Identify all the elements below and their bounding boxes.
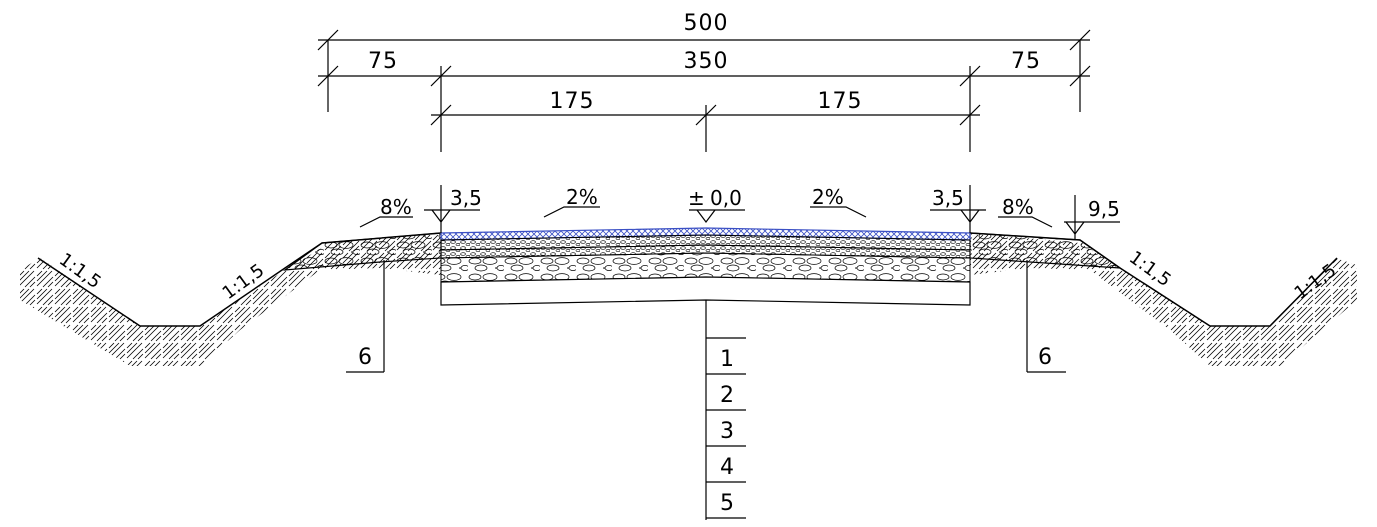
dim-total: 500 xyxy=(684,11,729,36)
shoulder-label-lines xyxy=(346,260,1066,373)
slope-right-lane: 2% xyxy=(812,185,844,209)
dim-half-left: 175 xyxy=(550,89,595,114)
slope-right-shoulder: 8% xyxy=(1002,195,1034,219)
slope-left-shoulder: 8% xyxy=(380,195,412,219)
shoulder-label-right: 6 xyxy=(1038,345,1053,370)
dim-left-shoulder: 75 xyxy=(368,49,398,74)
level-right-shoulder: 9,5 xyxy=(1088,197,1120,221)
dim-right-shoulder: 75 xyxy=(1011,49,1041,74)
level-right-edge: 3,5 xyxy=(932,186,964,210)
ground-right xyxy=(970,233,1357,366)
pavement xyxy=(440,227,971,306)
layer-label-3: 3 xyxy=(720,419,735,444)
shoulder-left xyxy=(282,232,442,271)
dimension-lines xyxy=(317,29,1091,152)
dim-half-right: 175 xyxy=(818,89,863,114)
level-marks xyxy=(424,185,1120,240)
layer-label-5: 5 xyxy=(720,491,735,516)
level-center-sign: ± xyxy=(688,186,705,210)
layer-label-1: 1 xyxy=(720,347,735,372)
layer-label-4: 4 xyxy=(720,455,735,480)
slope-left-lane: 2% xyxy=(566,185,598,209)
layer-label-2: 2 xyxy=(720,383,735,408)
dim-carriageway: 350 xyxy=(684,49,729,74)
level-left-edge: 3,5 xyxy=(450,186,482,210)
shoulder-label-left: 6 xyxy=(358,345,373,370)
slope-arrows xyxy=(359,206,1053,228)
layer-label-stack xyxy=(705,300,746,520)
layer-frost xyxy=(440,276,971,306)
level-center: 0,0 xyxy=(710,186,742,210)
